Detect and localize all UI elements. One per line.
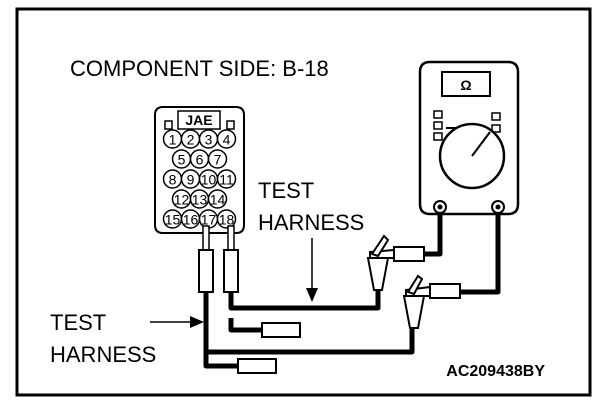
connector-lock-right bbox=[226, 120, 235, 130]
frame-border bbox=[15, 7, 592, 397]
connector-pin-label: 2 bbox=[187, 132, 195, 148]
connector-pin-label: 8 bbox=[169, 172, 177, 188]
arrow-upper bbox=[306, 238, 318, 302]
connector-pin-label: 17 bbox=[201, 212, 217, 228]
probe-right bbox=[223, 249, 239, 293]
connector-pin-label: 18 bbox=[219, 212, 235, 228]
connector-pin-label: 15 bbox=[165, 212, 181, 228]
meter-display bbox=[441, 71, 491, 97]
connector-pin-label: 16 bbox=[183, 212, 199, 228]
figure-code: AC209438BY bbox=[446, 363, 545, 380]
diagram-title: COMPONENT SIDE: B-18 bbox=[70, 56, 329, 81]
connector-pin-7 bbox=[207, 149, 228, 169]
connector-maker-box bbox=[177, 110, 221, 130]
connector-pin-14 bbox=[207, 189, 228, 209]
connector-pin-label: 6 bbox=[196, 152, 204, 168]
test-harness-label-lower-1: TEST bbox=[50, 310, 106, 335]
connector-lock-left bbox=[164, 120, 173, 130]
arrow-lower bbox=[150, 316, 204, 328]
test-harness-wires bbox=[203, 210, 501, 369]
connector-pin-label: 13 bbox=[192, 192, 208, 208]
connector-pin-18 bbox=[216, 209, 237, 229]
connector-maker-label: JAE bbox=[185, 112, 212, 128]
test-harness-label-upper-2: HARNESS bbox=[258, 210, 364, 235]
probe-pins bbox=[198, 225, 239, 293]
connector-pin-label: 3 bbox=[205, 132, 213, 148]
connector-pin-label: 14 bbox=[210, 192, 226, 208]
clip-upper bbox=[366, 234, 425, 291]
test-harness-label-upper-1: TEST bbox=[258, 178, 314, 203]
spare-plug-upper bbox=[261, 322, 301, 338]
connector-pin-label: 12 bbox=[174, 192, 190, 208]
connector-pin-11 bbox=[216, 169, 237, 189]
meter-ohm-symbol: Ω bbox=[460, 77, 471, 93]
spare-plug-lower bbox=[237, 358, 277, 374]
clip-lower bbox=[402, 274, 461, 329]
ohmmeter: Ω bbox=[418, 60, 520, 216]
connector-pin-label: 1 bbox=[169, 132, 177, 148]
connector-pin-label: 9 bbox=[187, 172, 195, 188]
connector-pin-label: 10 bbox=[201, 172, 217, 188]
connector-pin-label: 4 bbox=[223, 132, 231, 148]
probe-left bbox=[198, 249, 214, 293]
connector-pin-4 bbox=[216, 129, 237, 149]
test-harness-label-lower-2: HARNESS bbox=[50, 342, 156, 367]
connector-pin-label: 11 bbox=[219, 172, 234, 188]
connector-pin-label: 5 bbox=[178, 152, 186, 168]
connector-pin-label: 7 bbox=[214, 152, 222, 168]
